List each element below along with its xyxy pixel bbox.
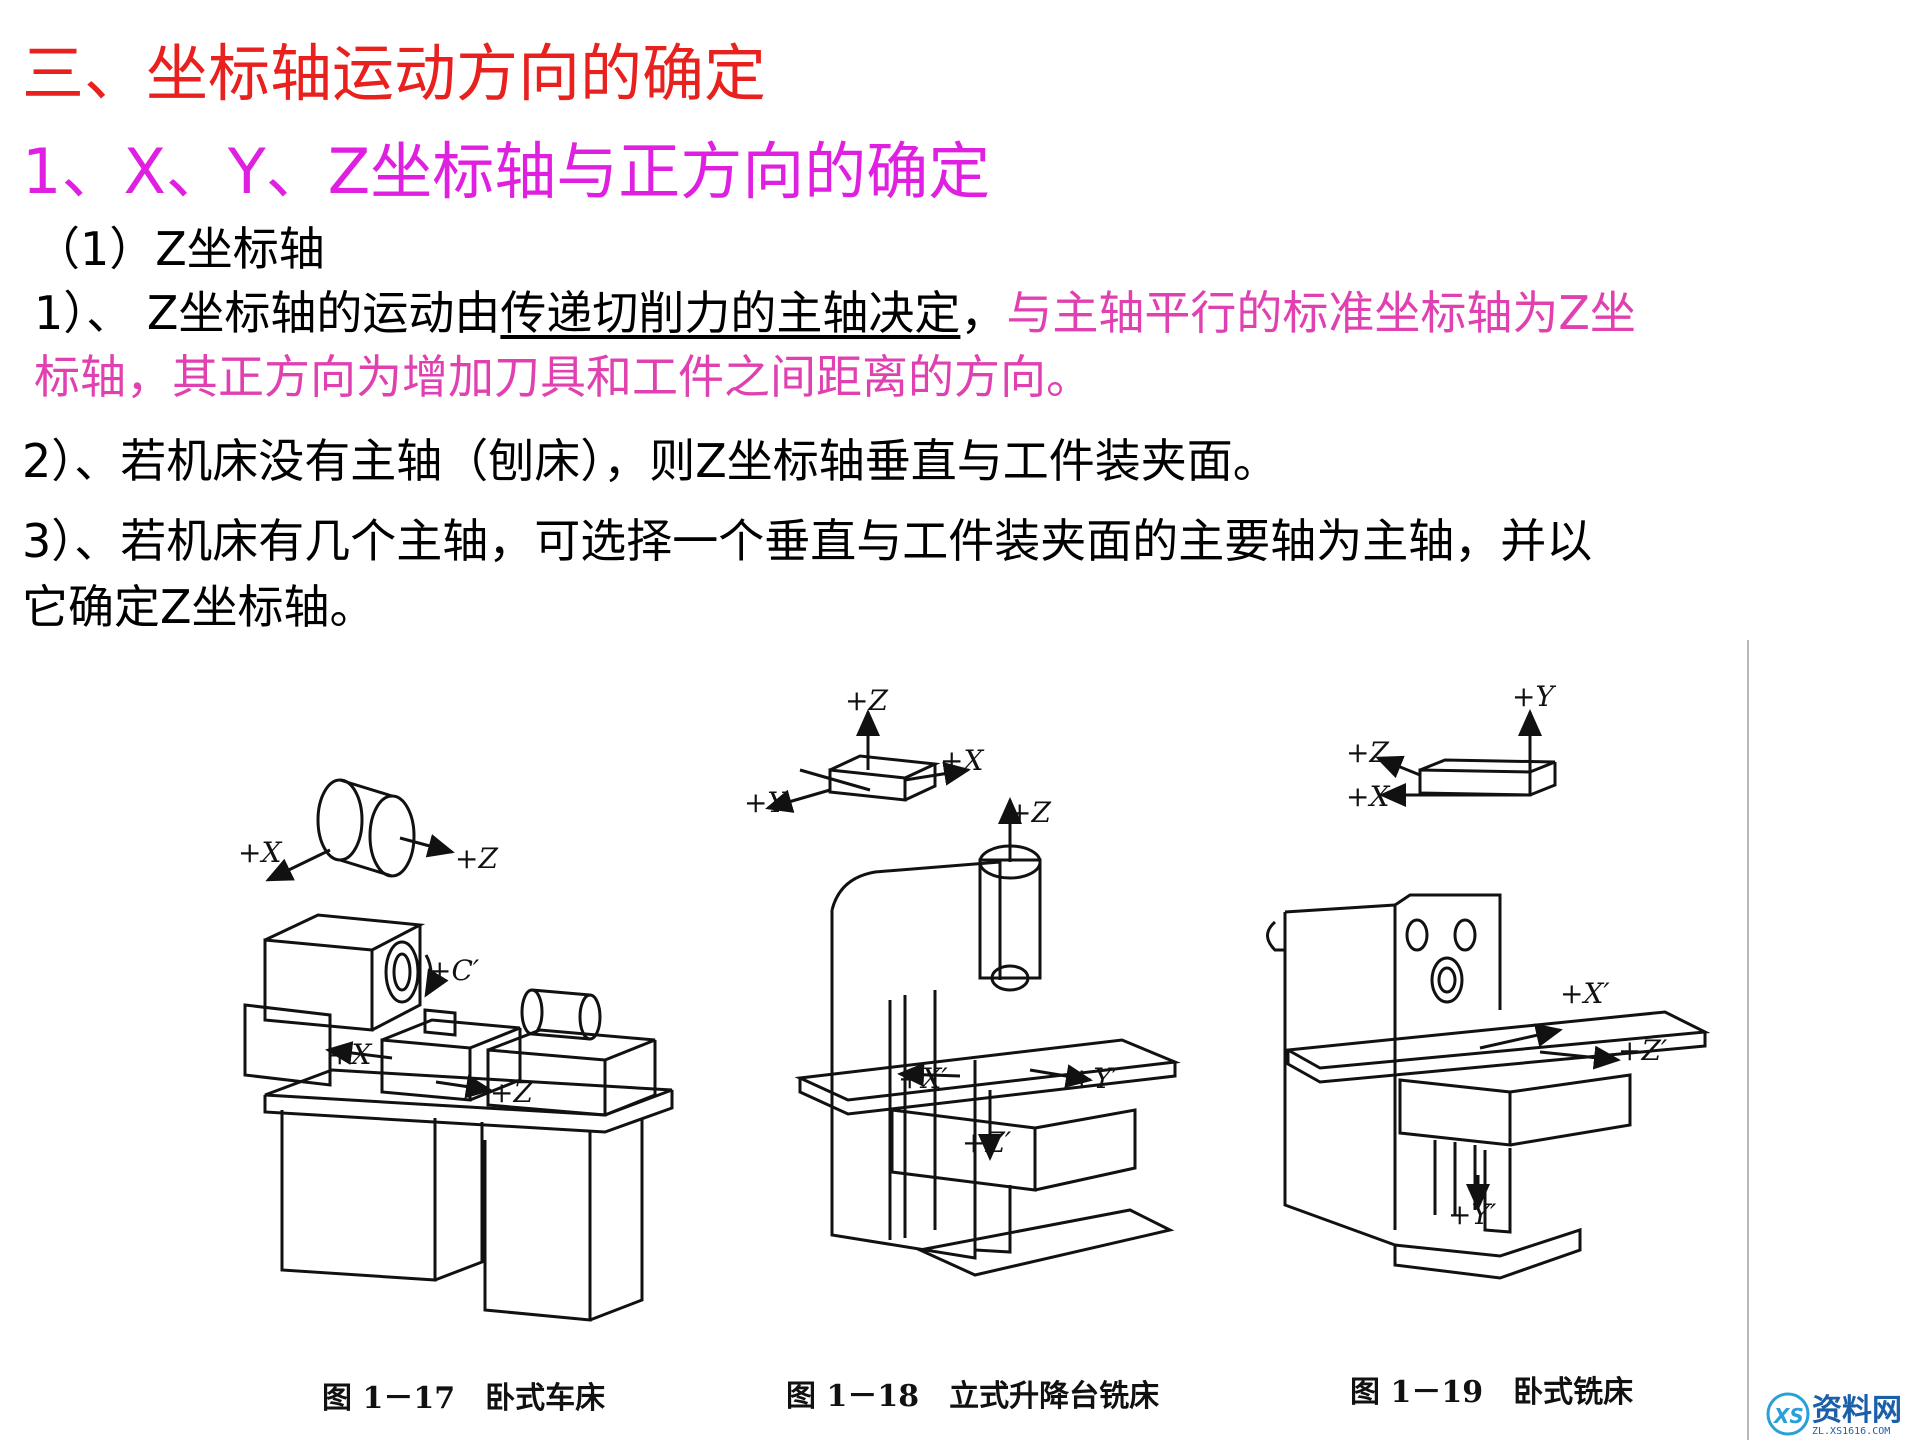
vmill-label-x3: +X′ [898,1062,948,1095]
paragraph-2: 2）、若机床没有主轴（刨床），则Z坐标轴垂直与工件装夹面。 [22,434,1279,488]
lathe-label-c: +C′ [428,954,480,987]
lathe-label-x: +X [238,836,282,869]
hmill-axis-box [1375,709,1557,807]
vmill-label-x: +X [940,744,984,777]
lathe-label-z2: +Z [490,1076,533,1109]
vmill-spindle [978,797,1042,992]
hmill-caption: 图 1－19 卧式铣床 [1350,1375,1633,1410]
figure-lathe [243,778,674,1322]
vmill-label-y3: +Y′ [1070,1062,1119,1095]
paragraph-1-highlight: 与主轴平行的标准坐标轴为Z坐 [1006,286,1636,340]
vmill-table [794,1038,1181,1116]
watermark-subtext: ZL.XS1616.COM [1812,1426,1890,1437]
paragraph-1-underlined: 传递切削力的主轴决定 [500,286,961,340]
hmill-label-x: +X [1346,780,1390,813]
lathe-axis-cylinder [265,778,455,882]
watermark-logo-text: XS [1772,1404,1804,1428]
vmill-caption: 图 1－18 立式升降台铣床 [786,1379,1159,1414]
figure-horizontal-mill [1266,709,1711,1280]
lathe-caption: 图 1－17 卧式车床 [322,1381,605,1416]
hmill-label-z: +Z [1346,736,1389,769]
vmill-column [830,860,1002,1260]
hmill-label-y3: +Y′ [1448,1198,1497,1231]
hmill-label-y: +Y [1512,680,1556,713]
paragraph-3-cont: 它确定Z坐标轴。 [22,580,376,634]
paragraph-3: 3）、若机床有几个主轴，可选择一个垂直与工件装夹面的主要轴为主轴，并以 [22,514,1593,568]
lathe-label-x2: +X [328,1038,372,1071]
section-title: （1）Z坐标轴 [34,222,325,276]
vmill-knee [890,1090,1175,1277]
watermark: XS 资料网 ZL.XS1616.COM [1766,1392,1902,1437]
paragraph-1-highlight-cont: 标轴，其正方向为增加刀具和工件之间距离的方向。 [34,350,1092,404]
vmill-label-y: +Y [744,786,788,819]
watermark-text: 资料网 [1812,1393,1902,1428]
watermark-logo-icon: XS [1766,1392,1810,1436]
hmill-label-z3: +Z′ [1618,1034,1668,1067]
vmill-label-z2: +Z [1008,796,1051,829]
paragraph-1-prefix: 1）、 Z坐标轴的运动由 [34,286,501,340]
hmill-label-x3: +X′ [1560,977,1610,1010]
vmill-label-z: +Z [845,684,888,717]
paragraph-1: 1）、 Z坐标轴的运动由传递切削力的主轴决定，与主轴平行的标准坐标轴为Z坐 [34,288,1636,339]
hmill-column [1266,893,1502,1247]
paragraph-1-comma: ， [960,286,1007,340]
divider-line [1747,640,1749,1440]
slide-subheading: 1、X、Y、Z坐标轴与正方向的确定 [22,135,991,208]
hmill-table [1283,1010,1711,1084]
slide-heading: 三、坐标轴运动方向的确定 [22,37,767,110]
hmill-knee [1393,1073,1632,1280]
vmill-label-z3: +Z′ [962,1126,1012,1159]
vmill-axis-box [765,709,971,813]
lathe-bed [263,1068,674,1322]
figure-vertical-mill [765,709,1181,1277]
lathe-headstock [243,913,426,1087]
lathe-label-z: +Z [455,842,498,875]
